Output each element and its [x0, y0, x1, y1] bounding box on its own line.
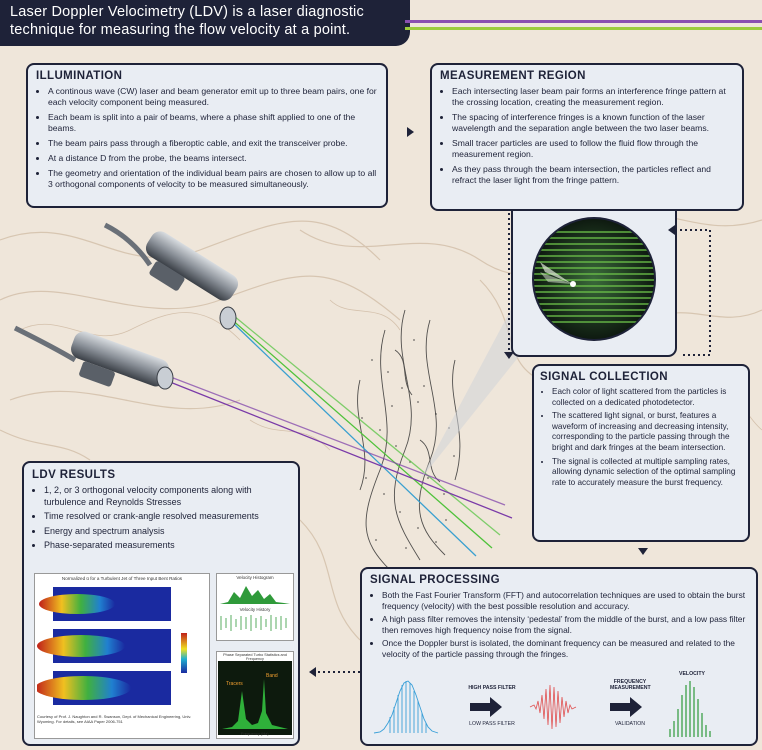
ldv-results-panel: LDV RESULTS 1, 2, or 3 orthogonal veloci…	[22, 461, 300, 746]
velocity-history-title: Velocity History	[239, 607, 271, 612]
list-item: Each intersecting laser beam pair forms …	[452, 86, 734, 108]
velocity-histogram-bars	[669, 681, 711, 737]
list-item: Small tracer particles are used to follo…	[452, 138, 734, 160]
list-item: The beam pairs pass through a fiberoptic…	[48, 138, 378, 149]
list-item: Time resolved or crank-angle resolved me…	[44, 511, 290, 523]
list-item: A continous wave (CW) laser and beam gen…	[48, 86, 378, 108]
measurement-list: Each intersecting laser beam pair forms …	[440, 86, 734, 186]
measurement-title: MEASUREMENT REGION	[440, 70, 586, 82]
list-item: Phase-separated measurements	[44, 540, 290, 552]
low-pass-filter-label: LOW PASS FILTER	[469, 721, 515, 727]
jet-figure-credit: Courtesy of Prof. J. Naughton and R. Swa…	[37, 714, 192, 724]
header-stripe-green	[405, 27, 762, 30]
header-title-line2: technique for measuring the flow velocit…	[10, 22, 351, 38]
signal-processing-panel: SIGNAL PROCESSING Both the Fast Fourier …	[360, 567, 758, 746]
list-item: The geometry and orientation of the indi…	[48, 168, 378, 190]
spectrum-xlabel: Frequency (Hz)	[241, 731, 269, 736]
illumination-list: A continous wave (CW) laser and beam gen…	[36, 86, 378, 190]
spectrum-label-band: Band	[266, 673, 278, 679]
velocity-histogram-title: Velocity Histogram	[236, 575, 274, 580]
arrow-down-icon	[638, 548, 648, 555]
measurement-region-panel: MEASUREMENT REGION Each intersecting las…	[430, 63, 744, 211]
spectrum-label-tracers: Tracers	[226, 681, 243, 687]
list-item: Each beam is split into a pair of beams,…	[48, 112, 378, 134]
validation-label: VALIDATION	[614, 721, 646, 727]
jet-contour-plot	[35, 587, 187, 705]
velocity-history-plot	[220, 615, 287, 631]
list-item: At a distance D from the probe, the beam…	[48, 153, 378, 164]
illumination-title: ILLUMINATION	[36, 70, 123, 82]
spectrum-figure-title: Phase Separated Turbo Statistics and Fre…	[223, 653, 287, 661]
filter-arrow-icon	[470, 697, 502, 717]
velocity-histogram-plot	[220, 586, 290, 604]
list-item: Once the Doppler burst is isolated, the …	[382, 638, 748, 659]
spectrum-plot: Tracers Band	[218, 661, 292, 735]
header-stripe-purple	[405, 20, 762, 23]
arrow-left-icon	[309, 667, 316, 677]
signal-collection-title: SIGNAL COLLECTION	[540, 371, 668, 383]
arrow-down-icon	[504, 352, 514, 359]
velocity-label: VELOCITY	[679, 671, 705, 677]
jet-figure-title: Normalized ū for a Turbulent Jet of Thre…	[61, 576, 183, 581]
arrow-right-icon	[407, 127, 414, 137]
list-item: Each color of light scattered from the p…	[552, 387, 740, 408]
list-item: The spacing of interference fringes is a…	[452, 112, 734, 134]
list-item: 1, 2, or 3 orthogonal velocity component…	[44, 485, 290, 508]
list-item: Both the Fast Fourier Transform (FFT) an…	[382, 590, 748, 611]
ldv-results-title: LDV RESULTS	[32, 469, 116, 481]
list-item: A high pass filter removes the intensity…	[382, 614, 748, 635]
raw-burst-waveform	[373, 680, 439, 734]
illumination-panel: ILLUMINATION A continous wave (CW) laser…	[26, 63, 388, 208]
list-item: The scattered light signal, or burst, fe…	[552, 411, 740, 453]
signal-processing-list: Both the Fast Fourier Transform (FFT) an…	[370, 590, 748, 660]
frequency-measurement-label: FREQUENCY MEASUREMENT	[610, 679, 651, 691]
arrow-left-icon	[668, 225, 675, 235]
spectrum-figure: Phase Separated Turbo Statistics and Fre…	[216, 651, 294, 739]
measurement-arrow-icon	[610, 697, 642, 717]
header-title-line1: Laser Doppler Velocimetry (LDV) is a las…	[10, 4, 364, 20]
high-pass-filter-label: HIGH PASS FILTER	[468, 685, 516, 691]
signal-processing-diagram	[373, 680, 711, 737]
list-item: As they pass through the beam intersecti…	[452, 164, 734, 186]
list-item: Energy and spectrum analysis	[44, 526, 290, 538]
filtered-burst-waveform	[529, 684, 577, 730]
jet-contour-figure: Normalized ū for a Turbulent Jet of Thre…	[34, 573, 210, 739]
header-banner: Laser Doppler Velocimetry (LDV) is a las…	[0, 0, 410, 46]
signal-collection-list: Each color of light scattered from the p…	[540, 387, 740, 488]
ldv-results-list: 1, 2, or 3 orthogonal velocity component…	[32, 485, 290, 552]
list-item: The signal is collected at multiple samp…	[552, 457, 740, 489]
signal-collection-panel: SIGNAL COLLECTION Each color of light sc…	[532, 364, 750, 542]
signal-processing-title: SIGNAL PROCESSING	[370, 574, 500, 586]
velocity-histogram-figure: Velocity Histogram Velocity History	[216, 573, 294, 641]
